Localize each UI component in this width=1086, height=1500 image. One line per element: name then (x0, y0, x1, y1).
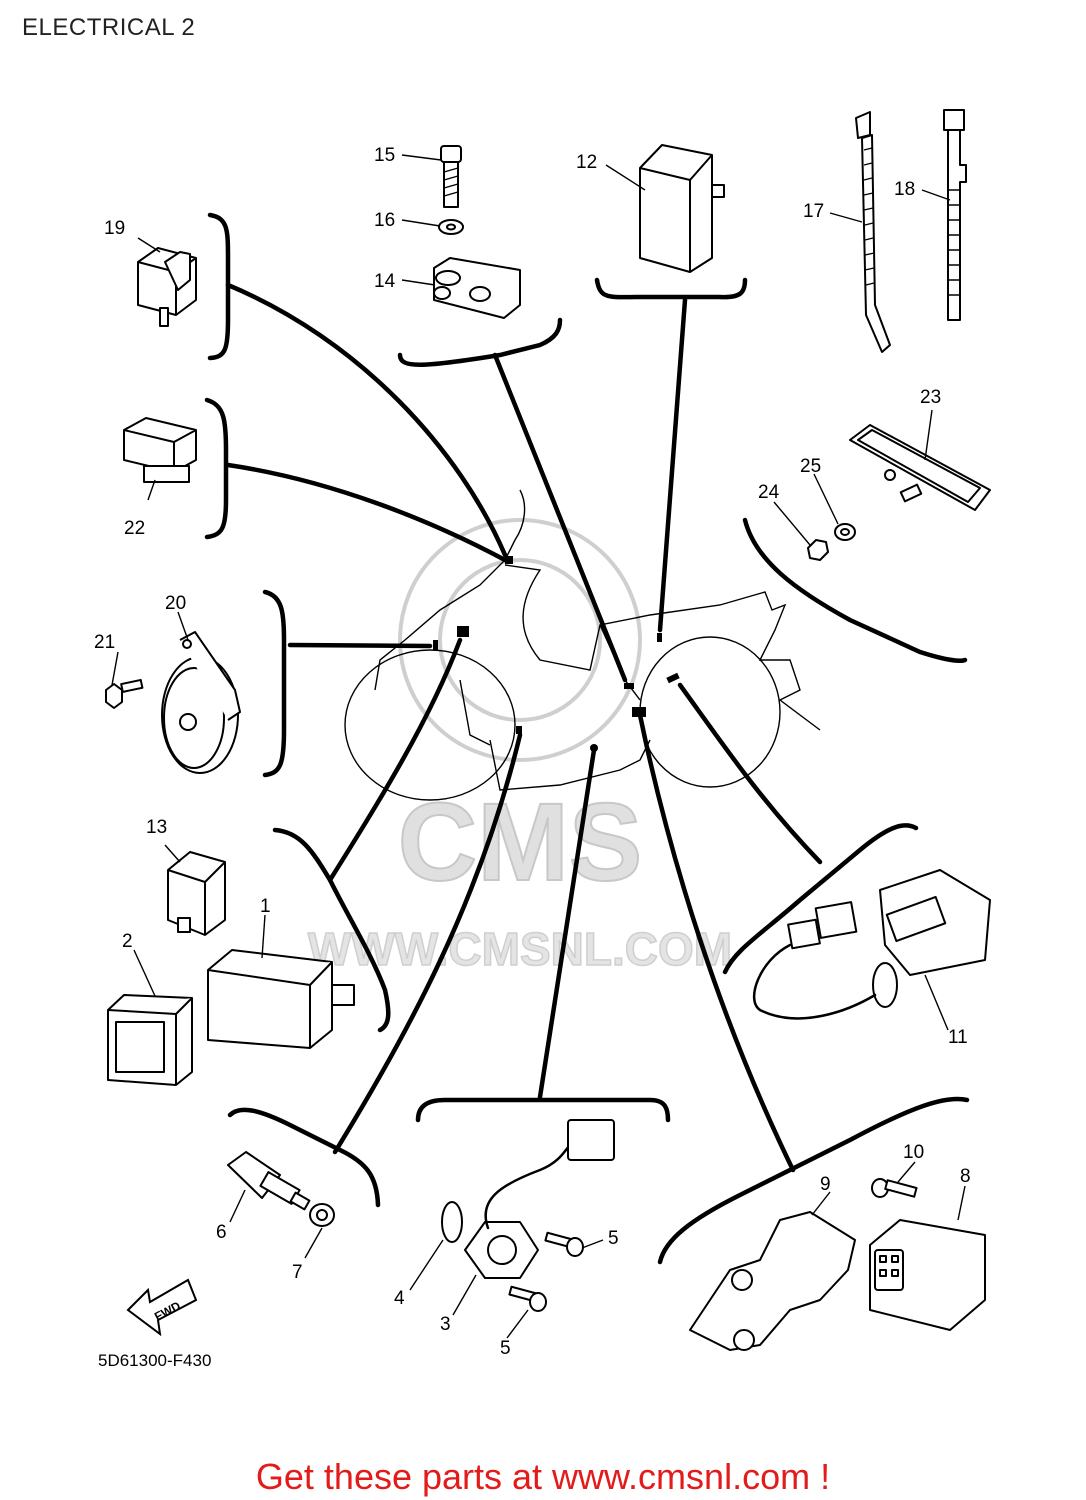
part-13-relay[interactable] (167, 851, 226, 936)
callout-4: 4 (394, 1288, 405, 1309)
part-24-nut[interactable] (807, 539, 829, 561)
callout-19: 19 (104, 218, 125, 239)
part-3-sensor[interactable] (464, 1119, 615, 1279)
part-19-relay[interactable] (137, 247, 197, 327)
part-25-washer[interactable] (834, 523, 856, 541)
page-title: ELECTRICAL 2 (22, 14, 196, 41)
fwd-arrow-icon: FWD (126, 1278, 198, 1337)
callout-7: 7 (292, 1262, 303, 1283)
part-22-relay[interactable] (123, 417, 197, 483)
callout-12: 12 (576, 152, 597, 173)
part-5-screw-b[interactable] (508, 1285, 547, 1312)
part-17-cable-tie[interactable] (855, 111, 891, 353)
callout-14: 14 (374, 271, 396, 292)
footer-link-text[interactable]: Get these parts at www.cmsnl.com ! (255, 1456, 831, 1497)
part-23-reflector[interactable] (849, 424, 991, 511)
part-8-rectifier[interactable] (869, 1219, 986, 1331)
watermark-url: WWW.CMSNL.COM (308, 923, 732, 975)
part-12-cover[interactable] (639, 144, 725, 273)
callout-leaders (111, 154, 966, 1339)
part-9-bracket[interactable] (689, 1211, 856, 1351)
callout-6: 6 (216, 1222, 227, 1243)
callout-11: 11 (948, 1027, 968, 1048)
callout-9: 9 (820, 1174, 831, 1195)
part-20-horn[interactable] (161, 631, 241, 774)
part-14-bracket[interactable] (433, 257, 521, 319)
callout-numbers: 15 16 14 12 17 18 19 22 20 21 23 25 24 1… (94, 145, 971, 1359)
callout-16: 16 (374, 210, 395, 231)
callout-8: 8 (960, 1166, 971, 1187)
part-7-washer[interactable] (309, 1203, 335, 1227)
callout-13: 13 (146, 817, 167, 838)
part-2-cover[interactable] (107, 994, 193, 1086)
callout-15: 15 (374, 145, 395, 166)
callout-22: 22 (124, 518, 145, 539)
callout-25: 25 (800, 456, 821, 477)
part-11-sensor[interactable] (752, 869, 991, 1020)
part-5-screw-a[interactable] (544, 1231, 584, 1257)
callout-23: 23 (920, 387, 941, 408)
callout-17: 17 (803, 201, 824, 222)
callout-5b: 5 (500, 1338, 511, 1359)
callout-20: 20 (165, 593, 186, 614)
part-18-cable-tie[interactable] (943, 109, 967, 321)
callout-21: 21 (94, 632, 115, 653)
callout-2: 2 (122, 931, 133, 952)
part-6-switch[interactable] (227, 1151, 311, 1211)
part-1-control-unit[interactable] (207, 949, 355, 1049)
part-10-bolt[interactable] (871, 1178, 918, 1198)
diagram-code: 5D61300-F430 (98, 1351, 211, 1370)
part-16-washer[interactable] (438, 219, 464, 235)
group-brackets (204, 212, 970, 1265)
part-15-bolt[interactable] (440, 145, 462, 208)
callout-10: 10 (903, 1142, 924, 1163)
watermark: CMS WWW.CMSNL.COM (307, 518, 733, 976)
callout-1: 1 (260, 896, 271, 917)
watermark-logo: CMS (398, 781, 642, 904)
part-21-bolt[interactable] (105, 678, 144, 709)
callout-3: 3 (440, 1314, 451, 1335)
parts-diagram: CMS WWW.CMSNL.COM (94, 109, 991, 1370)
callout-24: 24 (758, 482, 780, 503)
leader-lines (225, 282, 823, 1173)
part-4-o-ring[interactable] (441, 1201, 463, 1243)
callout-18: 18 (894, 179, 915, 200)
callout-5a: 5 (608, 1228, 619, 1249)
